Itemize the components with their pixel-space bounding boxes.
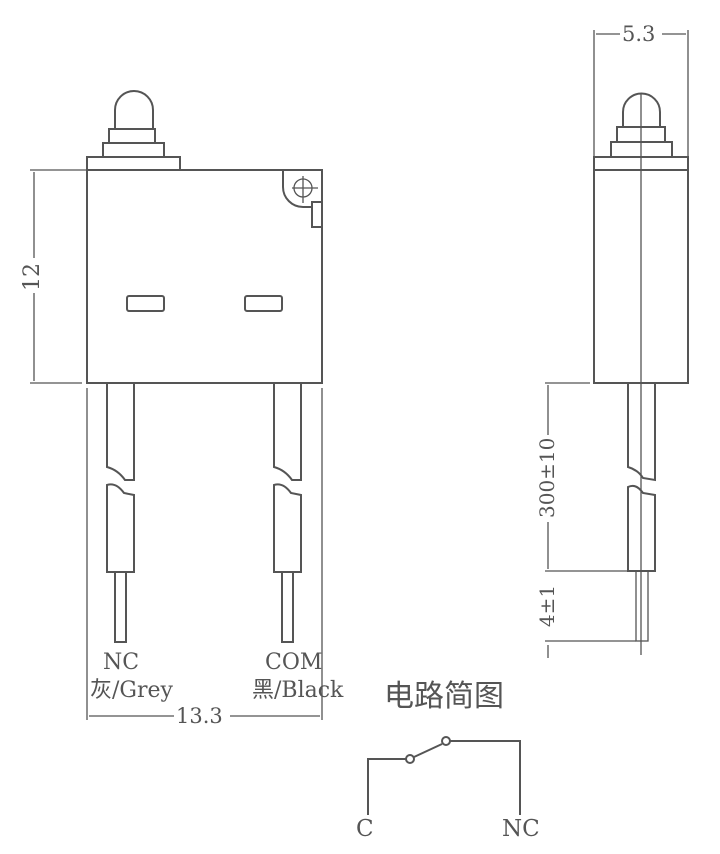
lead-length-dim-label: 300±10 [535,437,559,518]
lead-right-upper [273,383,302,481]
circuit-wire-c [367,758,406,815]
mount-corner [282,170,312,208]
circuit-title: 电路简图 [384,679,504,714]
lead-right-strip [281,571,294,643]
side-actuator-dome [622,92,661,127]
lead-right-color: 黑/Black [252,678,344,703]
switch-blade [413,743,443,758]
circuit-wire-nc [450,740,521,815]
side-lead-lower [627,484,656,572]
circuit-diagram [367,736,521,815]
lead-right-lower [273,483,302,573]
contact-nc-icon [441,736,451,746]
mount-tab [311,201,323,228]
contact-c-icon [405,754,415,764]
slot-right [244,295,283,312]
switch-body [86,169,323,384]
width-dim-label: 13.3 [176,704,223,728]
circuit-terminal-c: C [356,816,374,842]
actuator-dome [114,90,154,129]
strip-length-dim-label: 4±1 [535,584,559,628]
lead-left-lower [106,483,135,573]
side-lead-strip [635,570,649,642]
side-lead-upper [627,383,656,482]
lead-left-color: 灰/Grey [90,678,173,703]
slot-left [126,295,165,312]
lead-left-terminal: NC [103,650,140,675]
actuator-base [86,156,181,171]
actuator-step-1 [108,128,156,144]
lead-left-strip [114,571,127,643]
height-dim-label: 12 [20,263,45,291]
actuator-step-2 [102,142,165,158]
side-width-dim-label: 5.3 [622,22,656,46]
lead-left-upper [106,383,135,481]
lead-right-terminal: COM [265,650,323,675]
front-view [30,90,323,720]
circuit-terminal-nc: NC [502,816,540,842]
side-view [545,30,689,658]
